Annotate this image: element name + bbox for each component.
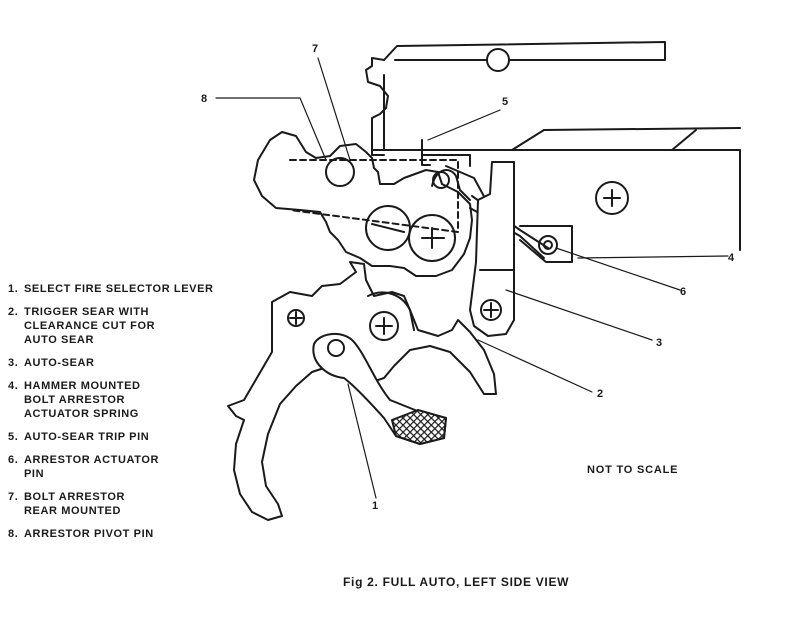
parts-legend: 1. SELECT FIRE SELECTOR LEVER 2. TRIGGER… [8, 282, 253, 550]
legend-item: 7. BOLT ARRESTOR REAR MOUNTED [8, 490, 253, 518]
legend-item: 4. HAMMER MOUNTED BOLT ARRESTOR ACTUATOR… [8, 379, 253, 421]
legend-label: BOLT ARRESTOR REAR MOUNTED [24, 491, 126, 517]
selector-lever [312, 333, 447, 445]
legend-number: 1. [8, 283, 19, 295]
leader-lines [215, 57, 729, 499]
callout-5: 5 [502, 96, 509, 108]
callout-7: 7 [312, 43, 319, 55]
legend-label: HAMMER MOUNTED BOLT ARRESTOR ACTUATOR SP… [24, 380, 141, 420]
figure-caption: Fig 2. FULL AUTO, LEFT SIDE VIEW [343, 575, 570, 589]
legend-label: ARRESTOR PIVOT PIN [24, 528, 154, 540]
legend-item: 2. TRIGGER SEAR WITH CLEARANCE CUT FOR A… [8, 305, 253, 347]
trigger [227, 261, 497, 521]
legend-item: 1. SELECT FIRE SELECTOR LEVER [8, 282, 253, 296]
callout-1: 1 [372, 500, 379, 512]
callout-4: 4 [728, 252, 735, 264]
receiver-pin-right [595, 181, 629, 215]
callout-2: 2 [597, 388, 604, 400]
legend-label: AUTO-SEAR TRIP PIN [24, 431, 150, 443]
hammer [253, 131, 473, 277]
legend-item: 6. ARRESTOR ACTUATOR PIN [8, 453, 253, 481]
legend-item: 8. ARRESTOR PIVOT PIN [8, 527, 253, 541]
legend-number: 5. [8, 431, 19, 443]
legend-number: 8. [8, 528, 19, 540]
legend-label: TRIGGER SEAR WITH CLEARANCE CUT FOR AUTO… [24, 306, 156, 346]
legend-number: 6. [8, 454, 19, 466]
scale-note: NOT TO SCALE [587, 464, 679, 476]
callout-3: 3 [656, 337, 663, 349]
callout-6: 6 [680, 286, 687, 298]
legend-item: 3. AUTO-SEAR [8, 356, 253, 370]
arrestor-actuator-pin [519, 225, 573, 263]
legend-label: SELECT FIRE SELECTOR LEVER [24, 283, 214, 295]
legend-label: AUTO-SEAR [24, 357, 95, 369]
auto-sear [469, 161, 515, 337]
legend-label: ARRESTOR ACTUATOR PIN [24, 454, 160, 480]
legend-number: 3. [8, 357, 19, 369]
legend-number: 2. [8, 306, 19, 318]
upper-receiver [365, 41, 741, 251]
auto-sear-trip-pin [421, 139, 471, 167]
legend-number: 4. [8, 380, 19, 392]
legend-item: 5. AUTO-SEAR TRIP PIN [8, 430, 253, 444]
legend-number: 7. [8, 491, 19, 503]
callout-8: 8 [201, 93, 208, 105]
